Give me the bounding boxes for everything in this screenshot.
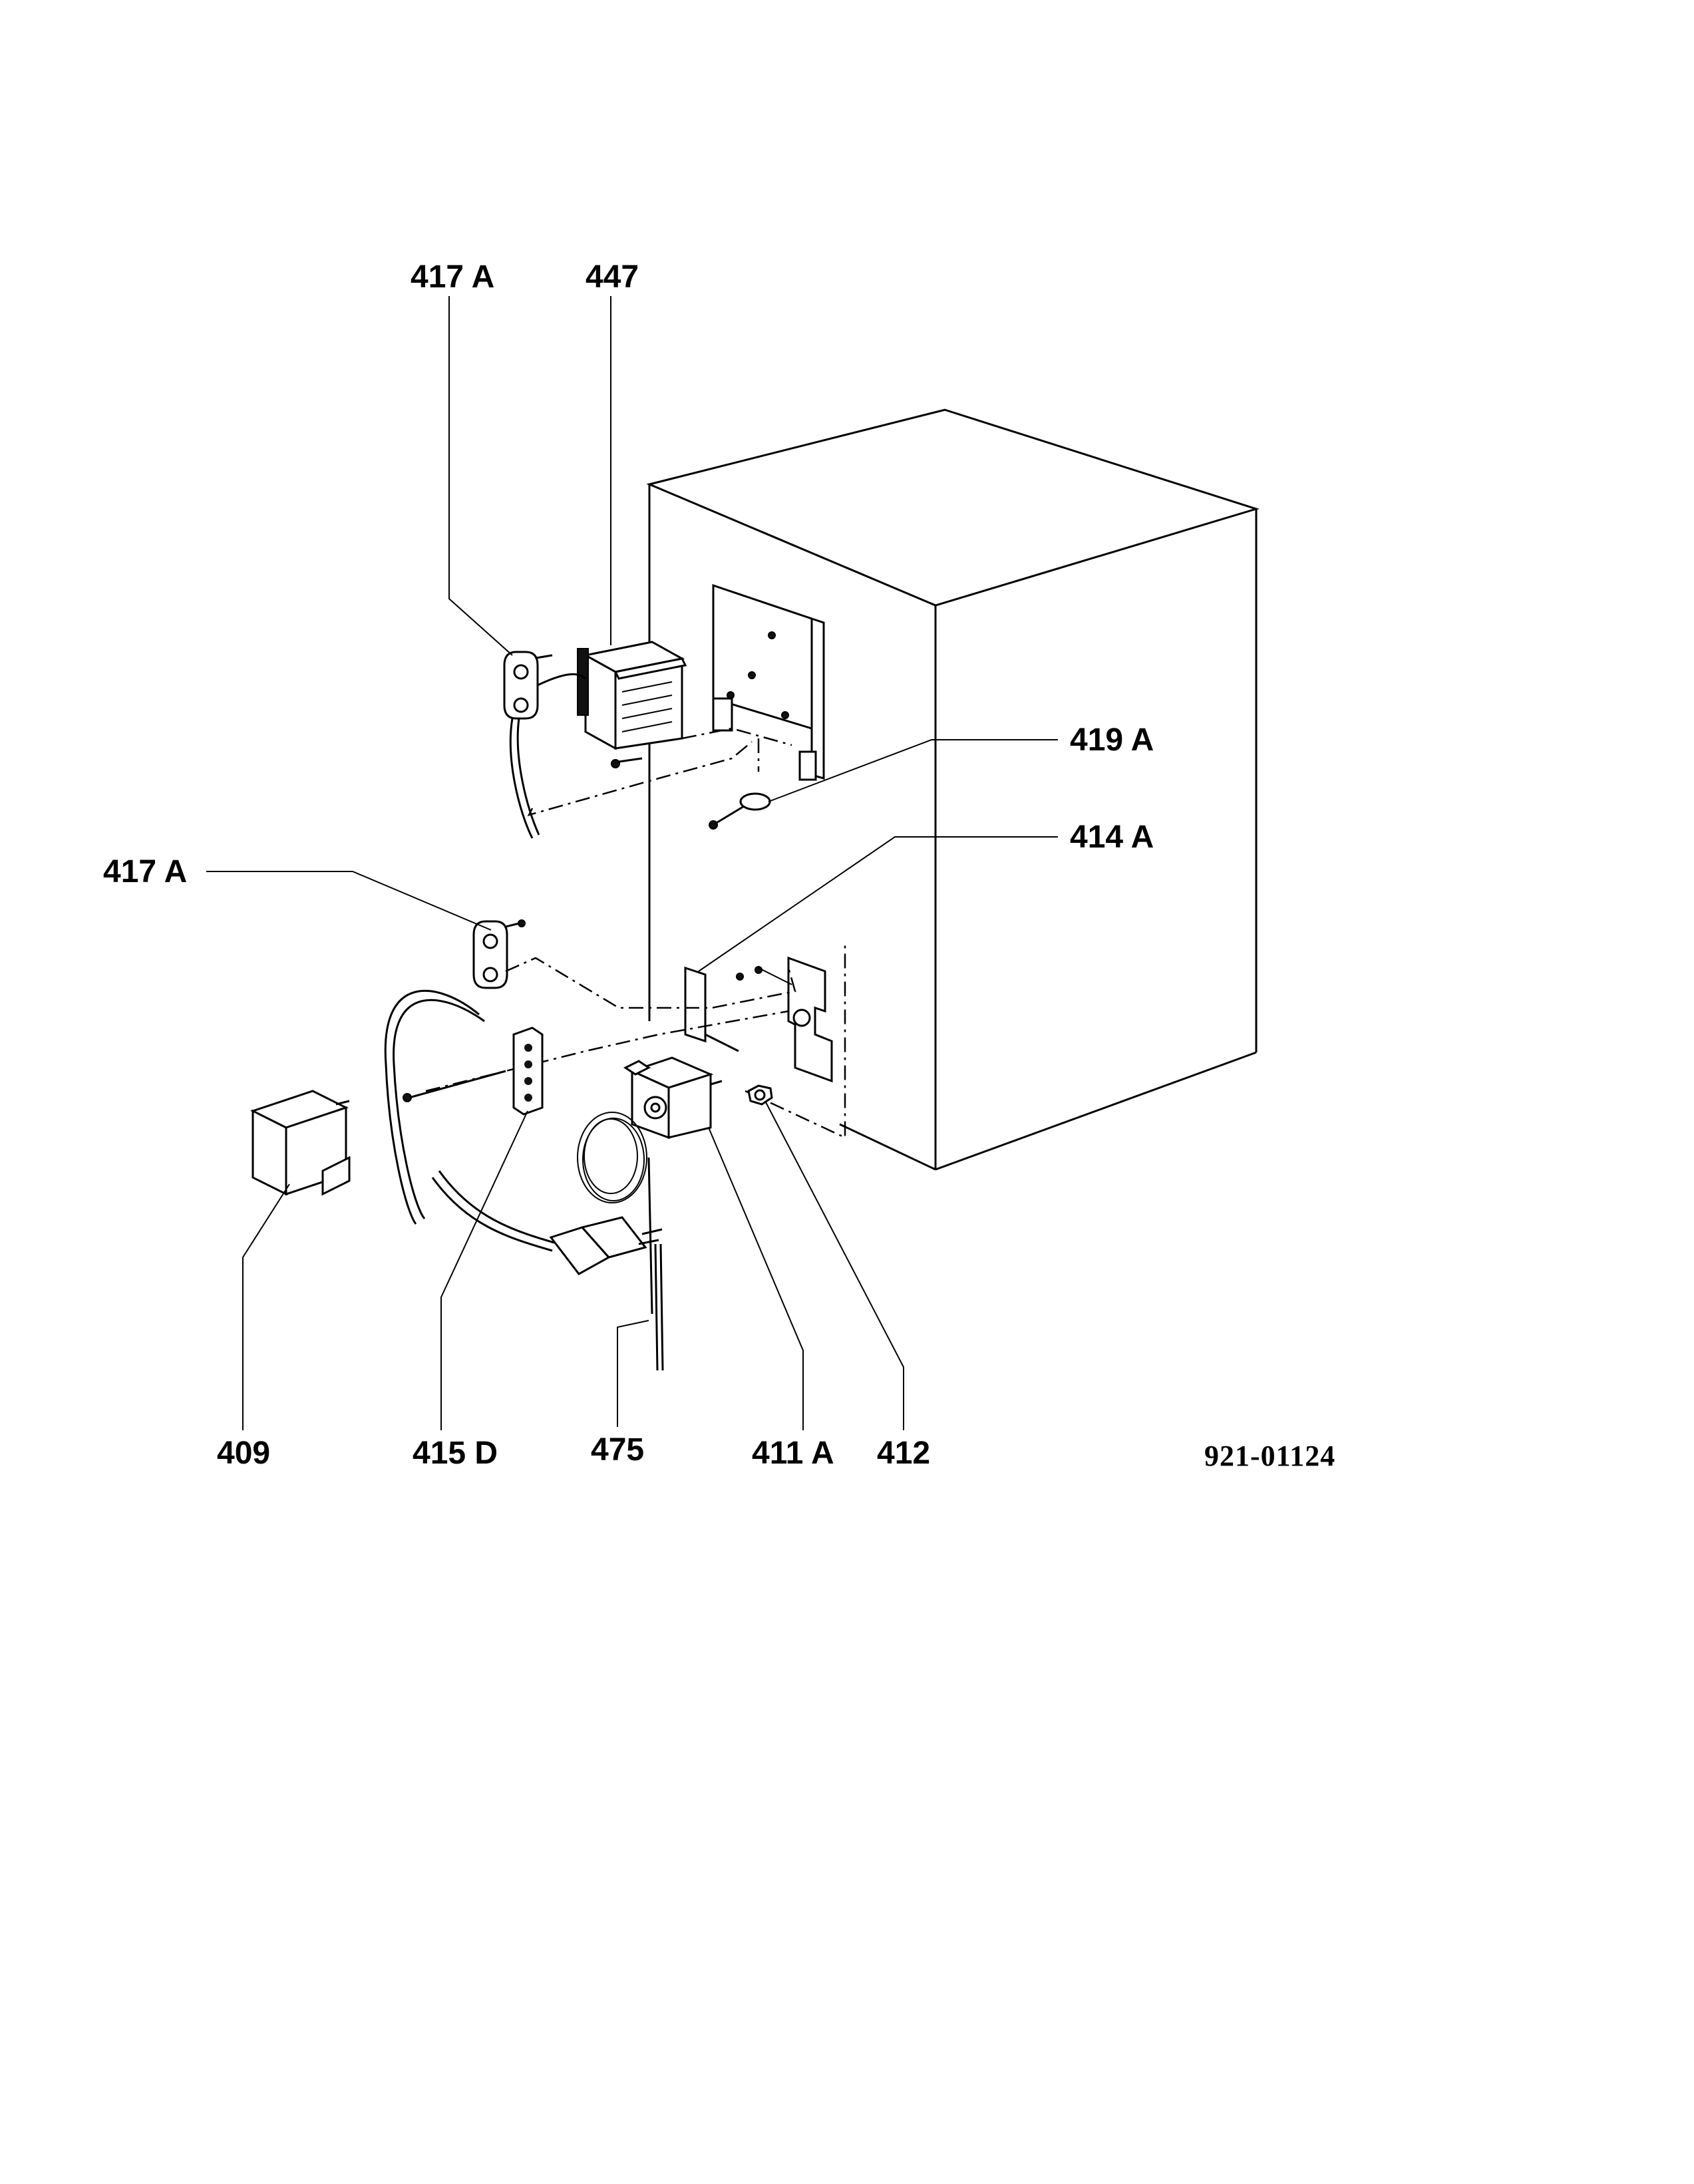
- document-number: 921-01124: [1204, 1440, 1335, 1472]
- callout-412: 412: [877, 1436, 930, 1471]
- callout-417a-top: 417 A: [411, 259, 494, 295]
- cover-409: [250, 1090, 351, 1196]
- cabinet-body: [646, 408, 1260, 1171]
- callout-447: 447: [586, 259, 639, 295]
- callout-409: 409: [217, 1436, 270, 1471]
- assembly-lines-lower: [425, 945, 846, 1139]
- upper-mounting-bracket: [712, 583, 825, 781]
- assembly-lines-upper: [527, 727, 792, 816]
- terminal-block-415d: [403, 1026, 544, 1116]
- callout-414a: 414 A: [1070, 820, 1154, 855]
- callout-475: 475: [591, 1432, 644, 1468]
- callout-417a-mid: 417 A: [103, 854, 187, 889]
- thermostat-411a: [623, 1056, 723, 1140]
- transformer-box-447: [532, 641, 687, 768]
- callout-419a: 419 A: [1070, 722, 1154, 758]
- cable-clamp-417a-top: [503, 651, 587, 839]
- power-plug: [549, 1216, 663, 1275]
- leader-lines: [206, 296, 1058, 1430]
- ground-strap-419a: [709, 792, 771, 830]
- callout-415d: 415 D: [413, 1436, 498, 1471]
- capillary-tube-475: [577, 1112, 664, 1371]
- cable-clamp-417a-mid: [384, 919, 560, 1252]
- nut-412: [747, 1084, 773, 1106]
- lower-mounting-bracket: [684, 956, 833, 1083]
- callout-411a: 411 A: [752, 1436, 834, 1471]
